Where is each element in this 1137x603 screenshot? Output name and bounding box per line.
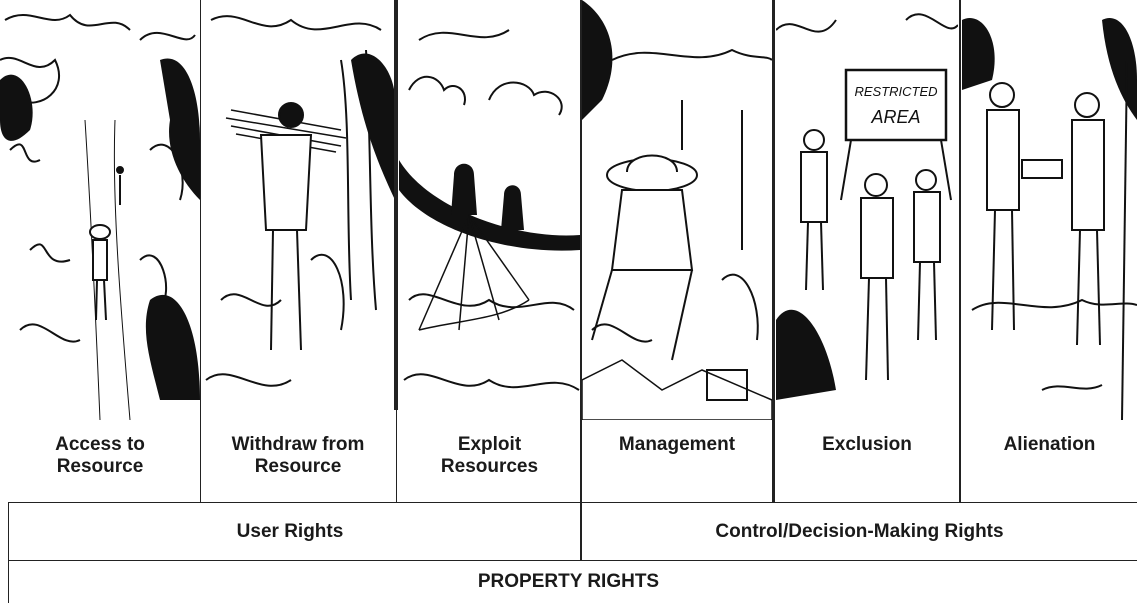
divider [200, 0, 201, 503]
divider [8, 560, 1137, 561]
divider [394, 0, 398, 410]
restricted-sign [844, 68, 948, 142]
label-alienation: Alienation [1003, 434, 1096, 455]
panel-management-illustration [582, 0, 772, 420]
divider [772, 0, 775, 503]
label-exclusion: Exclusion [822, 434, 912, 455]
panel-exploit-illustration [399, 0, 580, 420]
restricted-area-illustration: RESTRICTED AREA [776, 13, 958, 400]
divider [8, 502, 1137, 503]
divider [396, 410, 397, 503]
sign-text-line1: RESTRICTED [854, 84, 937, 99]
handshake-transfer-illustration [962, 18, 1137, 420]
divider [580, 0, 582, 561]
group-user-rights: User Rights [236, 520, 344, 542]
divider [8, 503, 9, 603]
label-withdraw-from-resource: Withdraw from Resource [231, 434, 365, 477]
label-management: Management [618, 434, 736, 455]
panel-access-illustration [0, 0, 200, 420]
divider [959, 0, 961, 503]
firewood-carrier-illustration [205, 15, 395, 387]
label-access-to-resource: Access to Resource [55, 434, 145, 477]
label-exploit-resources: Exploit Resources [440, 434, 539, 477]
panel-exclusion-illustration: RESTRICTED AREA [776, 0, 958, 420]
forest-path-illustration [0, 13, 200, 420]
boat-net-illustration [399, 29, 580, 391]
sign-text-line2: AREA [870, 107, 920, 127]
panel-withdraw-illustration [201, 0, 395, 420]
planting-farmer-illustration [582, 0, 772, 420]
group-control-rights: Control/Decision-Making Rights [715, 520, 1004, 542]
panel-alienation-illustration [962, 0, 1137, 420]
property-rights-footer: PROPERTY RIGHTS [477, 571, 660, 592]
